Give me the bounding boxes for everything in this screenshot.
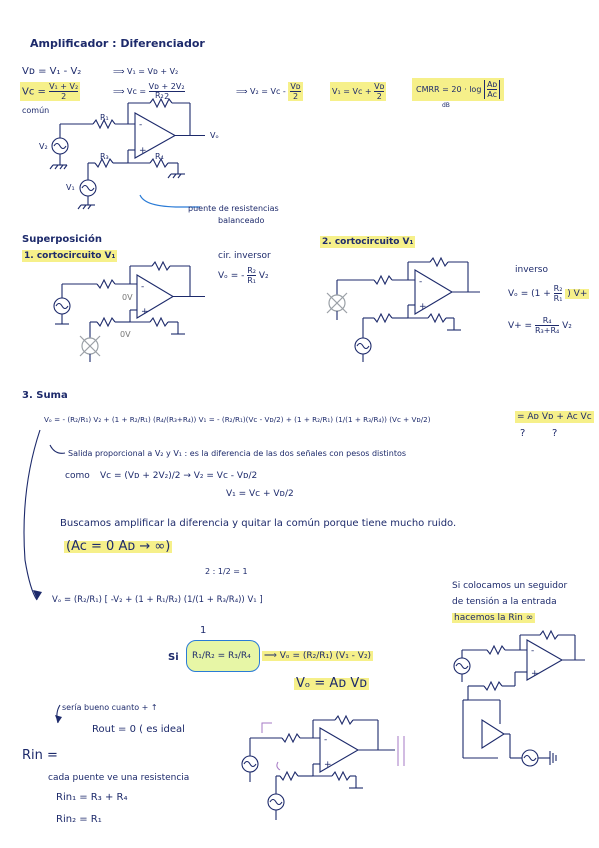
bottom-circuit: - + [241, 714, 405, 820]
note-salida: Salida proporcional a V₂ y V₁ : es la di… [68, 449, 407, 458]
suma-main-eq: Vₒ = - (R₂/R₁) V₂ + (1 + R₂/R₁) (R₄/(R₃+… [44, 415, 431, 424]
svg-text:-: - [531, 646, 534, 656]
seguidor-2: de tensión a la entrada [452, 597, 557, 607]
svg-text:-: - [419, 277, 422, 287]
inv-title: cir. inversor [218, 251, 271, 261]
follower-circuit: - + [453, 629, 585, 767]
svg-text:-: - [141, 282, 144, 292]
c1-v2: V₂ [39, 142, 48, 151]
bueno-note: sería bueno cuanto + ↑ [62, 703, 158, 712]
db-label: dB [442, 102, 450, 109]
si-label: Si [168, 652, 179, 663]
c1-r3: R₃ [100, 152, 109, 161]
noninv-title: inverso [515, 265, 548, 275]
superposition-circuit-2: - + [326, 256, 480, 362]
superposicion-title: Superposición [22, 234, 102, 245]
eq-vc: Vc = V₁ + V₂ 2 [20, 82, 81, 101]
c1-r1: R₁ [100, 113, 109, 122]
svg-text:-: - [139, 120, 142, 130]
page-title: Amplificador : Diferenciador [30, 37, 205, 50]
case-2: 2. cortocircuito V₁ [320, 236, 416, 248]
comun-label: común [22, 106, 50, 115]
svg-text:+: + [419, 302, 427, 312]
inv-eq: Vₒ = - R₂ R₁ V₂ [218, 266, 269, 285]
rin-1: Rin₁ = R₃ + R₄ [56, 792, 128, 803]
svg-text:+: + [324, 760, 332, 770]
svg-text:+: + [531, 669, 539, 679]
svg-text:+: + [139, 146, 147, 156]
seguidor-3: hacemos la Rin ∞ [452, 613, 536, 623]
rin-label: Rin = [22, 748, 58, 763]
superposition-circuit-1: - + [53, 260, 205, 362]
c1-v1: V₁ [66, 183, 75, 192]
eq-vc2: ⟹ Vc = Vᴅ + 2V₂ 2 [113, 82, 185, 101]
two-label: 2 : 1/2 = 1 [205, 567, 248, 576]
vo-final: Vₒ = Aᴅ Vᴅ [294, 676, 370, 691]
bridge-note: puente de resistencias [188, 204, 279, 213]
como-eq: Vc = (Vᴅ + 2V₂)/2 → V₂ = Vc - Vᴅ/2 [100, 471, 258, 481]
implies-eq: ⟹ Vₒ = (R₂/R₁) (V₁ - V₂) [262, 651, 374, 661]
como-label: como [65, 471, 90, 481]
eq-v2: ⟹ V₂ = Vc - Vᴅ 2 [236, 82, 303, 101]
c1-r4: R₄ [155, 152, 164, 161]
suma-rhs: = Aᴅ Vᴅ + Ac Vc [515, 411, 594, 423]
si-eq: R₁/R₂ = R₃/R₄ [192, 651, 251, 661]
eq-vd: Vᴅ = V₁ - V₂ [22, 66, 82, 77]
svg-text:-: - [324, 735, 327, 745]
vplus-eq: V+ = R₄ R₃+R₄ V₂ [508, 316, 572, 335]
diff-amp-circuit-1: - + [49, 97, 205, 210]
como-eq-2: V₁ = Vc + Vᴅ/2 [226, 489, 294, 499]
c1-vo: Vₒ [210, 131, 219, 140]
c1-r2: R₂ [155, 91, 164, 100]
svg-text:+: + [141, 307, 149, 317]
q-mark-1: ? [520, 428, 526, 439]
eq-v1: ⟹ V₁ = Vᴅ + V₂ [113, 67, 179, 76]
noninv-eq: Vₒ = (1 + R₂ R₁ ) V+ [508, 284, 590, 303]
suma-title: 3. Suma [22, 390, 68, 401]
case-1: 1. cortocircuito V₁ [22, 250, 118, 262]
one-label: 1 [200, 625, 207, 636]
ov-1: 0V [122, 293, 133, 302]
seguidor-1: Si colocamos un seguidor [452, 581, 568, 591]
buscamos-text: Buscamos amplificar la diferencia y quit… [60, 518, 457, 529]
eq-v1-vc: V₁ = Vc + Vᴅ 2 [330, 82, 387, 101]
rout-line: Rout = 0 ( es ideal [92, 724, 185, 735]
rin-2: Rin₂ = R₁ [56, 814, 102, 825]
ov-2: 0V [120, 330, 131, 339]
ac-condition: (Ac = 0 Aᴅ → ∞) [64, 539, 173, 554]
vo-bracket-eq: Vₒ = (R₂/R₁) [ -V₂ + (1 + R₁/R₂) (1/(1 +… [52, 595, 263, 605]
bracket-arrow [23, 429, 41, 601]
ratio-box [186, 640, 260, 672]
q-mark-2: ? [552, 428, 558, 439]
eq-cmrr: CMRR = 20 · log Aᴅ Ac [412, 78, 505, 101]
bridge-note-2: balanceado [218, 216, 265, 225]
cada-puente: cada puente ve una resistencia [48, 773, 190, 783]
